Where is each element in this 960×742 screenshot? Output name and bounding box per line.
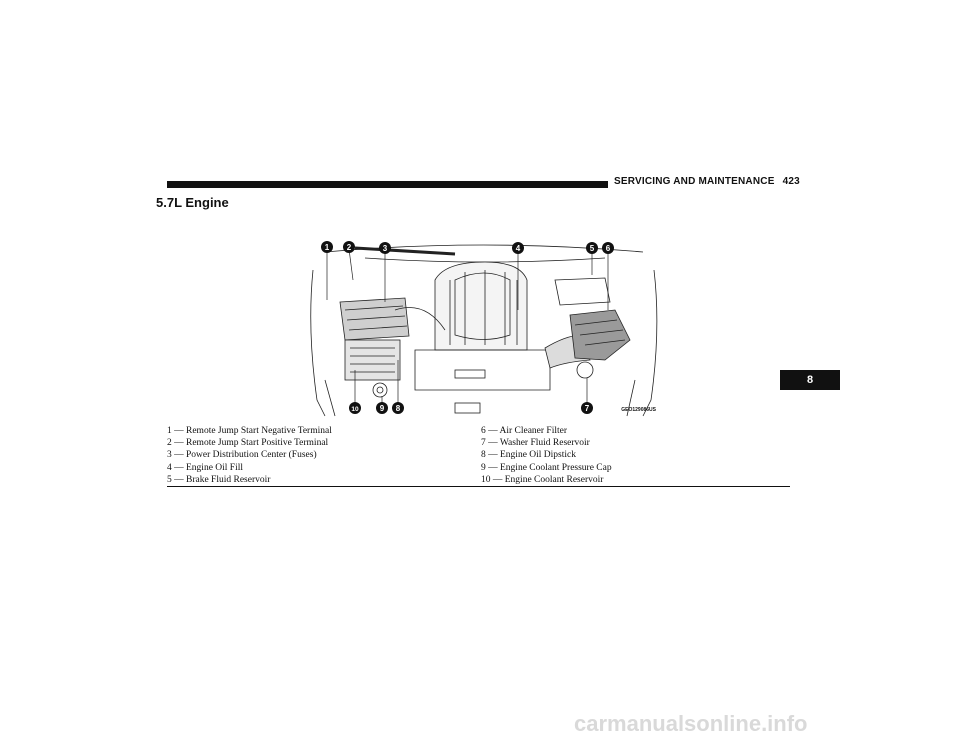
callout-label-3: 3 — [383, 244, 388, 253]
legend-left: 1 — Remote Jump Start Negative Terminal … — [167, 425, 332, 486]
callout-5 — [586, 242, 598, 254]
legend-item: 5 — Brake Fluid Reservoir — [167, 474, 271, 485]
figure-code: GEO129086US — [621, 407, 656, 413]
callout-label-1: 1 — [325, 243, 330, 252]
callout-label-10: 10 — [351, 406, 359, 413]
callout-6 — [602, 242, 614, 254]
legend-item: 4 — Engine Oil Fill — [167, 462, 243, 473]
callout-label-9: 9 — [380, 404, 385, 413]
legend-item: 6 — Air Cleaner Filter — [481, 426, 568, 436]
legend-item: 2 — Remote Jump Start Positive Terminal — [167, 438, 329, 449]
page-number: 423 — [782, 176, 800, 187]
callout-label-2: 2 — [347, 243, 352, 252]
legend-item: 9 — Engine Coolant Pressure Cap — [481, 462, 612, 473]
bottom-rule — [167, 486, 790, 487]
engine-drawing: 1 2 3 4 5 6 7 8 9 10 — [310, 241, 658, 417]
legend-item: 8 — Engine Oil Dipstick — [481, 450, 576, 461]
engine-bay-illustration: 1 2 3 4 5 6 7 8 9 10 GEO129086US — [305, 240, 662, 417]
callout-label-6: 6 — [606, 244, 611, 253]
callout-label-5: 5 — [590, 244, 595, 253]
legend-item: 10 — Engine Coolant Reservoir — [481, 474, 604, 485]
running-header: SERVICING AND MAINTENANCE 423 — [614, 176, 800, 187]
callout-7 — [581, 402, 593, 414]
callout-9 — [376, 402, 388, 414]
header-rule — [167, 181, 608, 188]
callout-label-8: 8 — [396, 404, 401, 413]
callout-label-7: 7 — [585, 404, 590, 413]
callout-2 — [343, 241, 355, 253]
page-title: 5.7L Engine — [156, 195, 229, 210]
callout-3 — [379, 242, 391, 254]
legend-item: 1 — Remote Jump Start Negative Terminal — [167, 426, 332, 436]
callout-10 — [349, 402, 361, 414]
callout-label-4: 4 — [516, 244, 521, 253]
callout-1 — [321, 241, 333, 253]
section-title: SERVICING AND MAINTENANCE — [614, 176, 775, 187]
legend-item: 7 — Washer Fluid Reservoir — [481, 438, 590, 449]
legend-right: 6 — Air Cleaner Filter 7 — Washer Fluid … — [481, 425, 612, 486]
callout-8 — [392, 402, 404, 414]
legend-item: 3 — Power Distribution Center (Fuses) — [167, 450, 317, 461]
chapter-tab: 8 — [780, 370, 840, 390]
callout-4 — [512, 242, 524, 254]
watermark: carmanualsonline.info — [574, 711, 808, 736]
